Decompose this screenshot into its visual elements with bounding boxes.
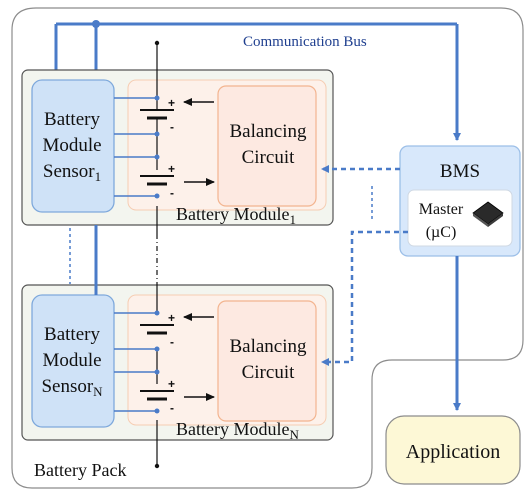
cell-n-1-minus: - bbox=[170, 335, 174, 349]
sensor-1-line-3: Sensor1 bbox=[43, 161, 101, 184]
cell-n-2: + - bbox=[114, 371, 215, 415]
cell-1-1-plus: + bbox=[168, 96, 175, 110]
node-dot bbox=[154, 310, 160, 316]
control-links bbox=[321, 165, 408, 366]
string-top-terminal bbox=[154, 40, 160, 46]
battery-pack-outline bbox=[11, 7, 524, 489]
node-dot bbox=[154, 408, 160, 414]
balancing-1-line-1: Balancing bbox=[229, 121, 307, 142]
cell-n-2-plus: + bbox=[168, 377, 175, 391]
communication-bus-label: Communication Bus bbox=[243, 34, 367, 50]
sensor-n-line-1: Battery bbox=[44, 324, 100, 345]
battery-module-sensor-n bbox=[31, 294, 115, 428]
string-bottom-terminal bbox=[154, 463, 160, 469]
sensor-n-line-2: Module bbox=[42, 350, 101, 371]
node-dot bbox=[154, 193, 160, 199]
cell-n-2-minus: - bbox=[170, 401, 174, 415]
module-n-label: Battery ModuleN bbox=[176, 419, 299, 442]
module-1-subscript: 1 bbox=[289, 212, 296, 227]
sensor-n-subscript: N bbox=[93, 384, 103, 399]
node-dot bbox=[154, 95, 160, 101]
sensor-1-subscript: 1 bbox=[95, 169, 102, 184]
sensor-1-line-1: Battery bbox=[44, 109, 100, 130]
sensor-n-label: Sensor bbox=[41, 376, 93, 397]
sensor-n-line-3: SensorN bbox=[41, 376, 103, 399]
module-1-label: Battery Module1 bbox=[176, 204, 296, 227]
battery-pack-label: Battery Pack bbox=[34, 460, 126, 480]
application-label: Application bbox=[406, 441, 500, 463]
node-dot bbox=[154, 131, 160, 137]
balancing-circuit-n bbox=[217, 300, 317, 422]
node-dot bbox=[154, 369, 160, 375]
module-1-label-text: Battery Module bbox=[176, 204, 289, 224]
bms-title: BMS bbox=[440, 161, 480, 182]
balancing-circuit-1 bbox=[217, 85, 317, 207]
microcontroller-chip-icon bbox=[472, 201, 504, 227]
node-dot bbox=[154, 154, 160, 160]
cell-n-1: + - bbox=[114, 311, 214, 350]
module-n-subscript: N bbox=[289, 427, 299, 442]
sensor-1-line-2: Module bbox=[42, 135, 101, 156]
sensor-1-label: Sensor bbox=[43, 161, 95, 182]
balancing-n-line-2: Circuit bbox=[242, 362, 295, 383]
node-dot bbox=[154, 346, 160, 352]
module-n-label-text: Battery Module bbox=[176, 419, 289, 439]
master-line-2: (µC) bbox=[426, 224, 457, 241]
cell-1-1: + - bbox=[114, 96, 214, 135]
battery-module-sensor-1 bbox=[31, 79, 115, 213]
balancing-1-line-2: Circuit bbox=[242, 147, 295, 168]
cell-1-2: + - bbox=[114, 156, 215, 200]
communication-bus bbox=[54, 22, 461, 141]
master-line-1: Master bbox=[419, 201, 464, 218]
cell-n-1-plus: + bbox=[168, 311, 175, 325]
cell-1-1-minus: - bbox=[170, 120, 174, 134]
cell-1-2-minus: - bbox=[170, 186, 174, 200]
balancing-n-line-1: Balancing bbox=[229, 336, 307, 357]
cell-1-2-plus: + bbox=[168, 162, 175, 176]
bus-junction bbox=[92, 20, 100, 28]
application-block bbox=[385, 415, 521, 485]
